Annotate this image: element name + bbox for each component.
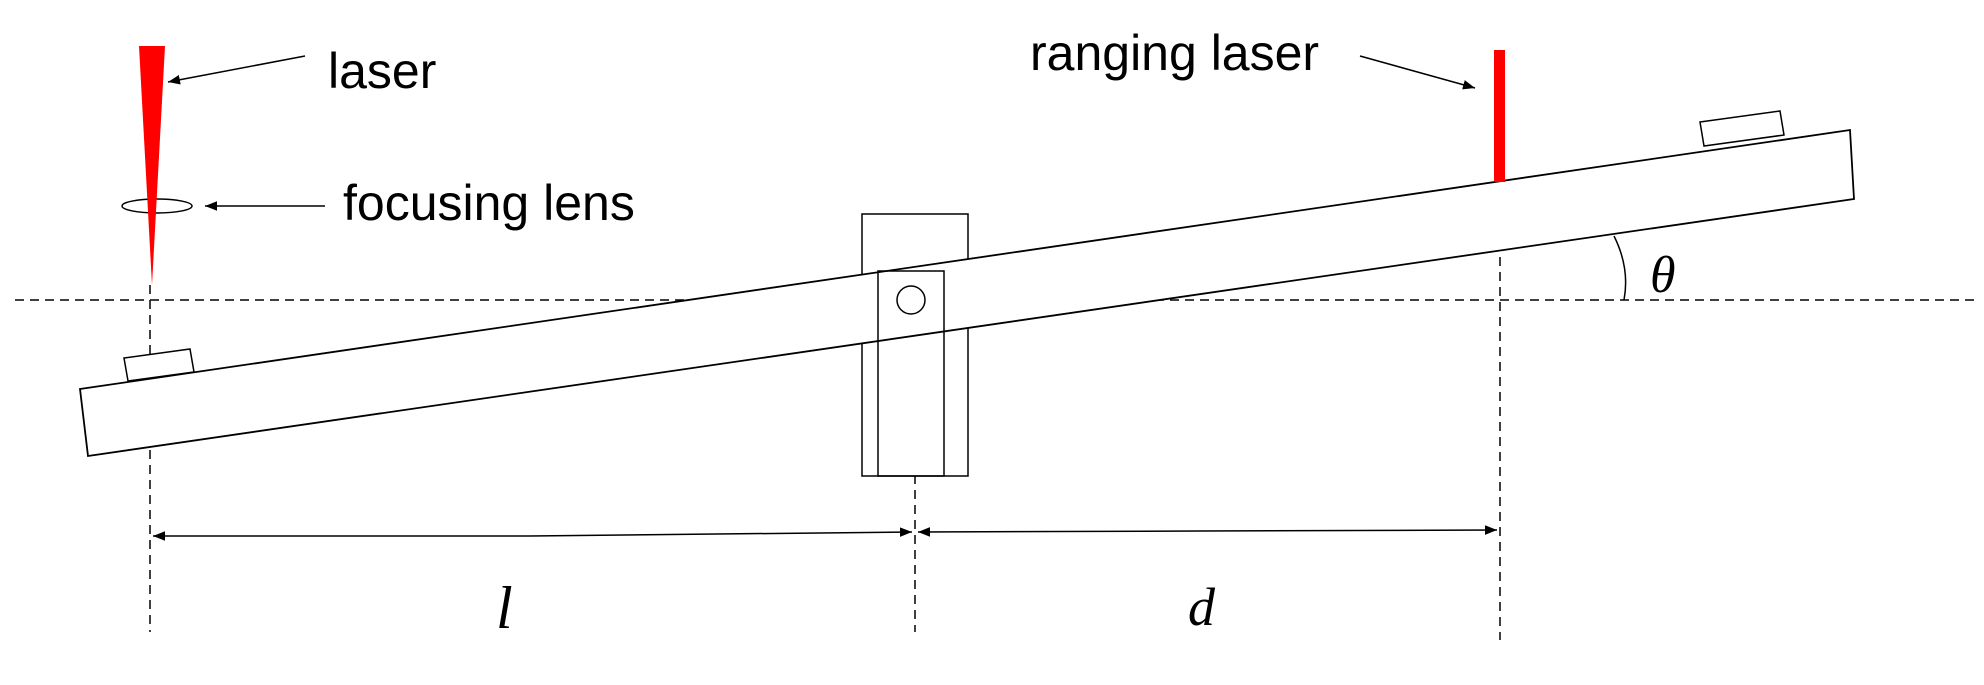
pivot-frame — [877, 270, 945, 477]
laser-pointer-arrow — [167, 55, 306, 85]
tilted-beam — [79, 128, 1855, 458]
ranging-laser-beam — [1494, 50, 1505, 182]
laser-beam — [139, 46, 165, 285]
dimension-l-arrow-right — [529, 527, 913, 537]
d-dimension-label: d — [1188, 577, 1216, 637]
pivot-support — [861, 213, 969, 477]
theta-label: θ — [1650, 247, 1676, 304]
focusing-lens — [121, 198, 193, 214]
laser-label: laser — [328, 43, 436, 99]
l-dimension-label: l — [496, 575, 513, 641]
ranging-laser-pointer-arrow — [1359, 55, 1476, 90]
right-block — [1699, 110, 1785, 147]
dimension-d-arrow-left — [917, 527, 1201, 537]
theta-angle-arc — [1613, 235, 1627, 301]
ranging-laser-label: ranging laser — [1030, 25, 1319, 81]
focusing-lens-label: focusing lens — [343, 175, 635, 231]
dimension-d-arrow-right — [1199, 525, 1498, 535]
pivot-bearing — [896, 285, 926, 315]
